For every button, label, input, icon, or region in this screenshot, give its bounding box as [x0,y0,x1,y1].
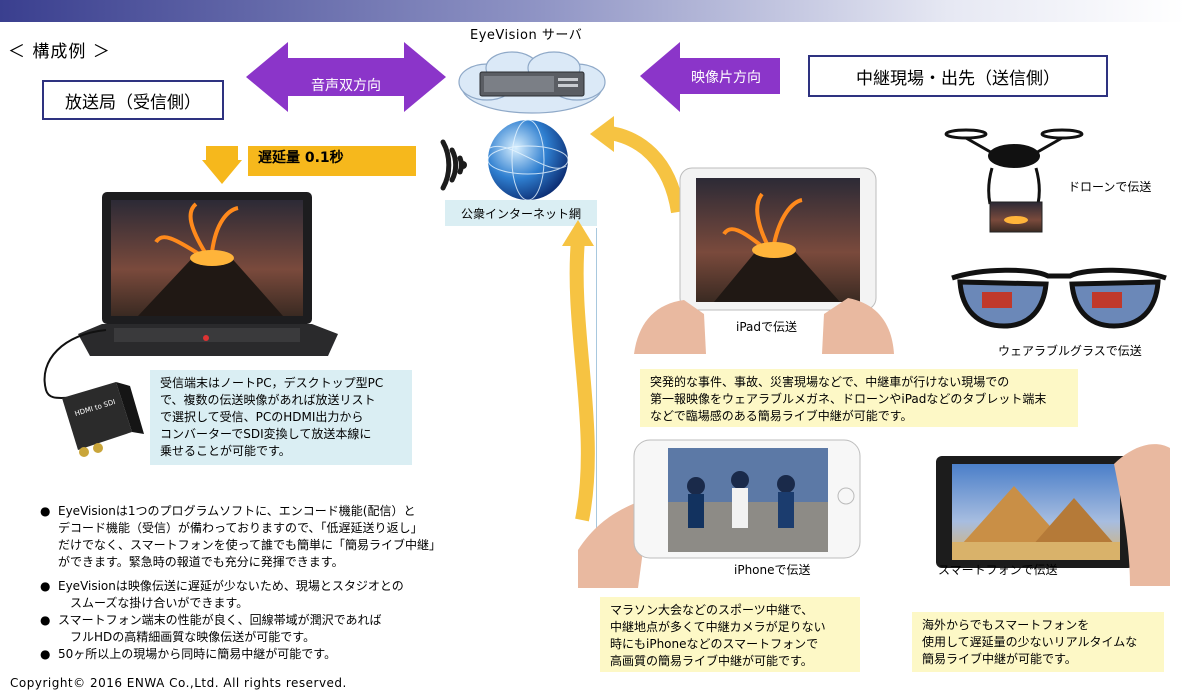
converter-image [34,320,154,470]
smartphone-caption: スマートフォンで伝送 [938,561,1058,578]
feature-bullets: EyeVisionは1つのプログラムソフトに、エンコード機能(配信）と デコード… [40,503,440,663]
sudden-event-note: 突発的な事件、事故、災害現場などで、中継車が行けない現場での 第一報映像をウェア… [640,369,1078,427]
relay-station-label: 中継現場・出先（送信側） [808,55,1108,97]
glasses-image [952,262,1166,342]
internet-globe [430,118,580,202]
wifi-icon [443,142,461,188]
overseas-note: 海外からでもスマートフォンを 使用して遅延量の少ないリアルタイムな 簡易ライブ中… [912,612,1164,672]
ipad-caption: iPadで伝送 [736,318,797,335]
globe-icon [488,120,568,200]
section-heading: ＜ 構成例 ＞ [8,37,111,62]
latency-label: 遅延量 0.1秒 [258,147,344,167]
one-way-arrow-label: 映像片方向 [676,67,776,87]
iphone-caption: iPhoneで伝送 [734,561,811,578]
drone-caption: ドローンで伝送 [1068,178,1151,195]
drone-image [944,124,1084,234]
title-bar [0,0,1185,22]
marathon-note: マラソン大会などのスポーツ中継で、 中継地点が多くて中継カメラが足りない 時にも… [600,597,860,672]
receiver-note: 受信端末はノートPC，デスクトップ型PC で、複数の伝送映像があれば放送リスト … [150,370,412,465]
iphone-image [578,432,868,588]
copyright: Copyright© 2016 ENWA Co.,Ltd. All rights… [10,676,347,690]
bullet-item: EyeVisionは1つのプログラムソフトに、エンコード機能(配信）と デコード… [40,503,440,571]
server-icon [480,72,584,96]
bidirectional-arrow-label: 音声双方向 [296,75,396,95]
server-label: EyeVision サーバ [470,24,582,43]
bullet-item: EyeVisionは映像伝送に遅延が少ないため、現場とスタジオとの スムーズな掛… [40,578,440,612]
broadcast-station-label: 放送局（受信側） [42,80,224,120]
glasses-caption: ウェアラブルグラスで伝送 [998,342,1142,359]
bullet-item: スマートフォン端末の性能が良く、回線帯域が潤沢であれば フルHDの高精細画質な映… [40,612,440,646]
bullet-item: 50ヶ所以上の現場から同時に簡易中継が可能です。 [40,646,440,663]
